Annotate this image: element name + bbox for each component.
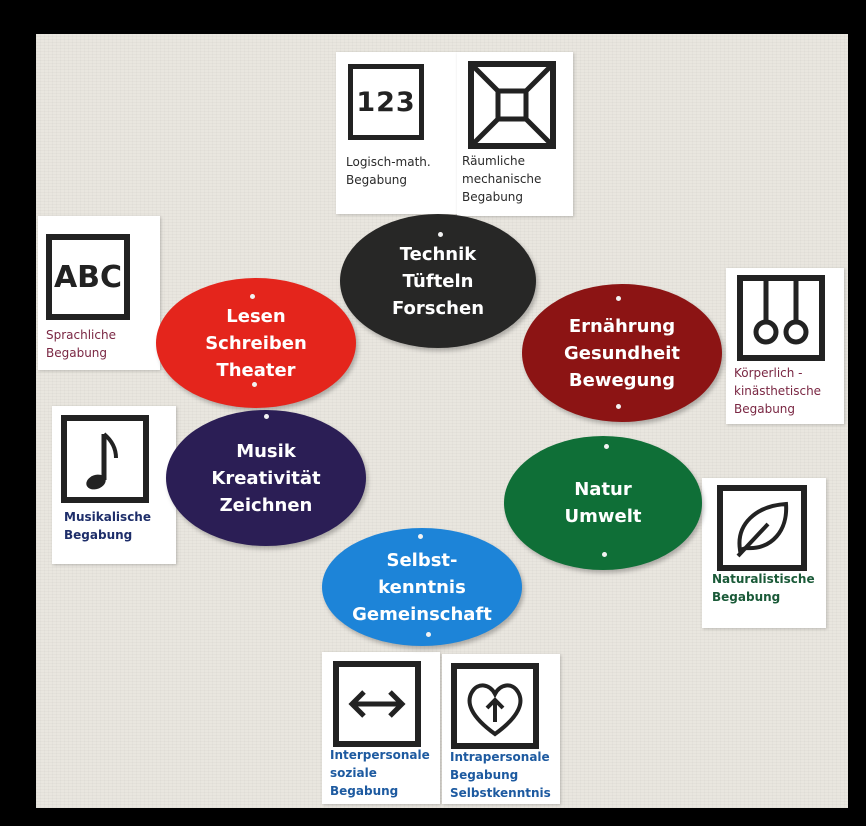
pin xyxy=(604,444,609,449)
numbers-icon: 123 xyxy=(348,64,424,140)
oval-lesen: Lesen Schreiben Theater xyxy=(156,278,356,408)
card-linguistic: ABC Sprachliche Begabung xyxy=(38,216,160,370)
cube-perspective-icon xyxy=(468,61,556,149)
oval-line: Musik xyxy=(236,440,296,462)
letters-icon: ABC xyxy=(46,234,130,320)
pin xyxy=(426,632,431,637)
card-label: Musikalische Begabung xyxy=(64,508,151,544)
pin xyxy=(616,404,621,409)
card-bodily-kinesthetic: Körperlich - kinästhetische Begabung xyxy=(726,268,844,424)
label-line: Interpersonale xyxy=(330,748,430,762)
oval-line: Zeichnen xyxy=(219,494,313,516)
oval-line: Natur xyxy=(574,479,632,500)
card-label: Intrapersonale Begabung Selbstkenntnis xyxy=(450,748,551,802)
oval-line: Selbst- xyxy=(386,549,458,571)
card-musical: Musikalische Begabung xyxy=(52,406,176,564)
oval-line: Gesundheit xyxy=(563,342,680,364)
oval-line: Gemeinschaft xyxy=(352,603,492,625)
label-line: Musikalische xyxy=(64,510,151,524)
oval-natur: Natur Umwelt xyxy=(504,436,702,570)
label-line: kinästhetische xyxy=(734,384,822,398)
pin xyxy=(252,382,257,387)
music-note-icon xyxy=(61,415,149,503)
card-intrapersonal: Intrapersonale Begabung Selbstkenntnis xyxy=(442,654,560,804)
pin xyxy=(250,294,255,299)
card-naturalistic: Naturalistische Begabung xyxy=(702,478,826,628)
label-line: Begabung xyxy=(346,173,408,187)
gymnastic-rings-icon xyxy=(737,275,825,361)
pin xyxy=(602,552,607,557)
label-line: Sprachliche xyxy=(46,328,116,342)
oval-line: Umwelt xyxy=(564,506,642,527)
oval-line: Technik xyxy=(399,243,477,265)
card-logical-mathematical: 123 Logisch-math. Begabung xyxy=(336,52,458,214)
oval-line: Kreativität xyxy=(211,467,321,489)
oval-line: kenntnis xyxy=(378,576,466,598)
label-line: Intrapersonale xyxy=(450,750,550,764)
label-line: Körperlich - xyxy=(734,366,803,380)
card-label: Interpersonale soziale Begabung xyxy=(330,746,430,800)
oval-musik: Musik Kreativität Zeichnen xyxy=(166,410,366,546)
letters-icon-text: ABC xyxy=(53,259,123,295)
card-spatial-mechanical: Räumliche mechanische Begabung xyxy=(457,52,573,216)
pin xyxy=(438,232,443,237)
label-line: Begabung xyxy=(712,590,781,604)
oval-line: Forschen xyxy=(391,297,485,319)
label-line: Begabung xyxy=(46,346,108,360)
double-arrow-icon xyxy=(333,661,421,747)
card-label: Logisch-math. Begabung xyxy=(346,153,431,189)
oval-ernaehrung: Ernährung Gesundheit Bewegung xyxy=(522,284,722,422)
label-line: mechanische xyxy=(462,172,542,186)
oval-line: Bewegung xyxy=(568,369,676,391)
card-interpersonal: Interpersonale soziale Begabung xyxy=(322,652,440,804)
pin xyxy=(418,534,423,539)
card-label: Körperlich - kinästhetische Begabung xyxy=(734,364,821,418)
label-line: soziale xyxy=(330,766,377,780)
label-line: Selbstkenntnis xyxy=(450,786,551,800)
label-line: Begabung xyxy=(462,190,524,204)
label-line: Begabung xyxy=(330,784,399,798)
label-line: Begabung xyxy=(734,402,796,416)
label-line: Begabung xyxy=(64,528,133,542)
label-line: Logisch-math. xyxy=(346,155,431,169)
heart-arrow-icon xyxy=(451,663,539,749)
pin xyxy=(616,296,621,301)
oval-line: Lesen xyxy=(226,305,286,327)
numbers-icon-text: 123 xyxy=(356,86,416,118)
oval-selbst: Selbst- kenntnis Gemeinschaft xyxy=(322,528,522,646)
card-label: Räumliche mechanische Begabung xyxy=(462,152,541,206)
card-label: Naturalistische Begabung xyxy=(712,570,815,606)
card-label: Sprachliche Begabung xyxy=(46,326,116,362)
oval-line: Theater xyxy=(216,359,296,381)
oval-line: Schreiben xyxy=(205,332,307,354)
leaf-icon xyxy=(717,485,807,571)
pin xyxy=(264,414,269,419)
label-line: Begabung xyxy=(450,768,519,782)
oval-line: Ernährung xyxy=(568,315,676,337)
label-line: Räumliche xyxy=(462,154,525,168)
label-line: Naturalistische xyxy=(712,572,815,586)
oval-line: Tüfteln xyxy=(402,270,474,292)
